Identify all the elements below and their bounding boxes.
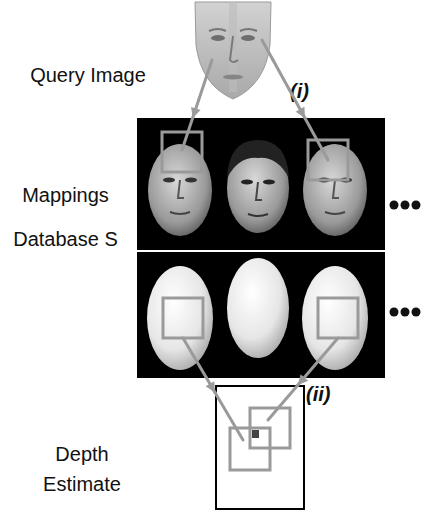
arrow-head <box>296 107 305 118</box>
query-image-node: Query Image <box>193 0 273 100</box>
arrow-head <box>191 107 200 118</box>
ellipsis-dot <box>390 308 399 317</box>
nose <box>178 180 184 198</box>
patch-square <box>318 298 358 338</box>
node-heading: Query Image <box>28 63 148 87</box>
leader-line <box>199 60 212 100</box>
eye <box>263 180 275 185</box>
eye <box>163 178 175 183</box>
mappings-database-image <box>137 118 385 378</box>
nose <box>333 180 339 198</box>
patch-square <box>308 140 348 180</box>
database-panel <box>137 118 385 378</box>
patch-square <box>162 132 202 172</box>
depth-head <box>302 266 368 370</box>
eye <box>185 178 197 183</box>
eye <box>241 35 255 41</box>
node-heading: Mappings Database S <box>8 173 123 261</box>
ellipsis-dot <box>401 308 410 317</box>
ellipsis-dot <box>390 201 399 210</box>
mouth <box>223 75 243 80</box>
leader-line <box>305 118 328 160</box>
eyebrow <box>209 29 226 31</box>
arrow-connector <box>191 100 200 118</box>
leader-line <box>262 40 273 60</box>
mouth <box>325 212 345 214</box>
leader-line <box>182 118 193 150</box>
depth-estimate-box: Depth Estimate <box>215 385 305 510</box>
hair <box>227 140 289 178</box>
patch-square <box>163 298 203 338</box>
eyebrow <box>240 29 257 31</box>
mouth <box>248 214 268 216</box>
leader-line <box>183 338 207 378</box>
patch-square <box>250 408 290 448</box>
node-heading: Depth Estimate <box>32 439 132 499</box>
step-label: (ii) <box>306 383 330 406</box>
arrow-connector <box>298 374 308 385</box>
nose <box>256 182 262 200</box>
depth-estimate-image <box>217 387 303 508</box>
arrow-head <box>206 381 215 392</box>
eye <box>211 35 225 41</box>
leader-line <box>268 385 298 420</box>
step-label: (i) <box>290 80 309 103</box>
query-face-image <box>193 0 273 100</box>
mouth <box>170 212 190 214</box>
arrow-head <box>298 374 308 385</box>
connector-line <box>273 60 305 118</box>
face-photo <box>303 144 367 236</box>
face-mask <box>195 2 271 99</box>
panel-divider <box>137 250 385 252</box>
depth-head <box>227 258 289 358</box>
overlap-mark <box>252 430 259 438</box>
database-panel-node: Mappings Database S <box>137 118 385 378</box>
depth-head <box>147 266 213 370</box>
connector-line <box>298 378 304 385</box>
nose <box>230 36 238 62</box>
ellipsis-dot <box>412 201 421 210</box>
connector-line <box>207 378 215 392</box>
arrow-connector <box>206 378 215 392</box>
ellipsis-dot <box>401 201 410 210</box>
eye <box>241 180 253 185</box>
leader-line <box>215 392 243 440</box>
leader-line <box>304 338 338 378</box>
connector-line <box>193 100 199 118</box>
arrow-connector <box>273 60 305 118</box>
ellipsis-dot <box>412 308 421 317</box>
